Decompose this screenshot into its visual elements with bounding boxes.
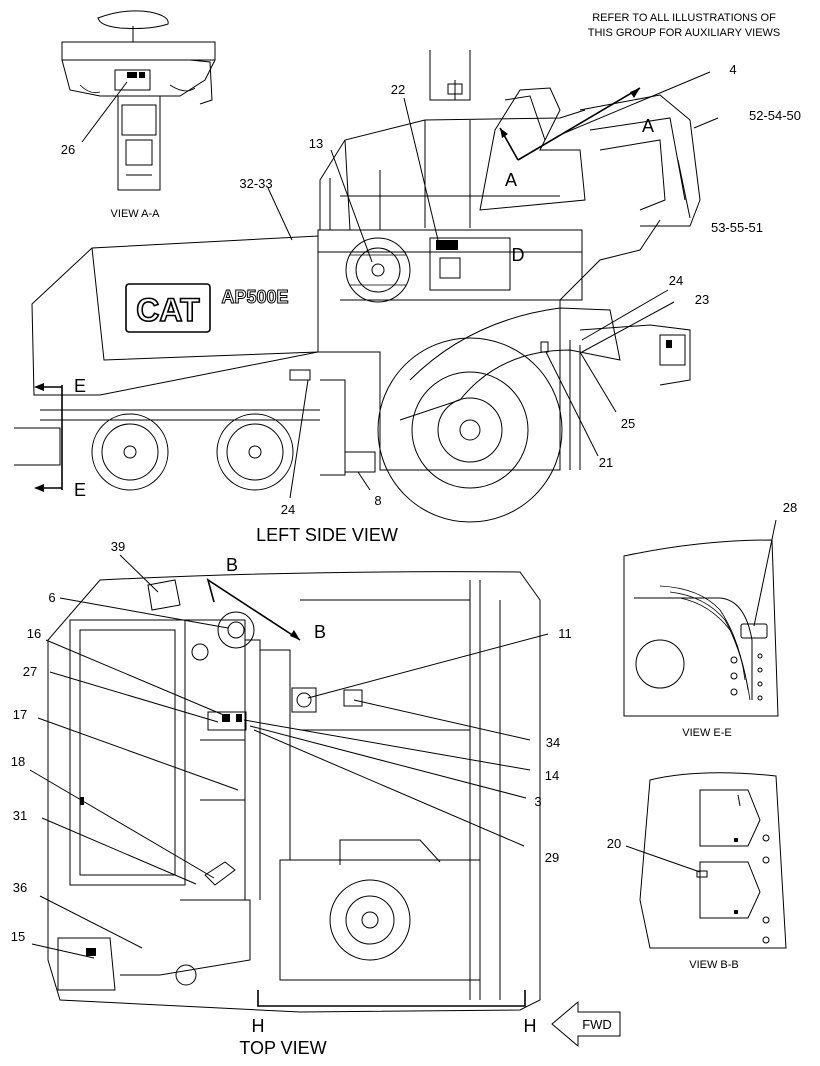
leader-8	[357, 471, 371, 491]
leader-32-33	[267, 187, 293, 241]
view-aa-illustration	[61, 10, 216, 191]
section-h-line	[257, 990, 526, 1007]
note-line-2: THIS GROUP FOR AUXILIARY VIEWS	[588, 27, 781, 39]
forward-arrow	[551, 1000, 621, 1048]
callout-53-55-51: 53-55-51	[711, 220, 763, 235]
callout-20: 20	[607, 836, 621, 851]
section-a-upper: A	[642, 116, 654, 136]
left-side-view-label: LEFT SIDE VIEW	[256, 525, 398, 545]
callout-14: 14	[545, 768, 559, 783]
view-bb-illustration	[639, 772, 787, 949]
callout-4: 4	[729, 62, 736, 77]
callout-18: 18	[11, 754, 25, 769]
callout-23: 23	[695, 292, 709, 307]
leader-25	[579, 351, 617, 413]
leader-24-upper	[581, 289, 669, 341]
leader-29	[253, 729, 525, 847]
callout-39: 39	[111, 539, 125, 554]
section-e-lower: E	[74, 480, 86, 500]
callout-6: 6	[48, 590, 55, 605]
leader-39	[119, 554, 159, 593]
section-b-lower: B	[314, 622, 326, 642]
section-h-left: H	[252, 1016, 265, 1036]
callout-25: 25	[621, 416, 635, 431]
leader-4	[561, 71, 711, 135]
view-aa-label: VIEW A-A	[111, 208, 161, 220]
section-e-upper: E	[74, 376, 86, 396]
callout-15: 15	[11, 929, 25, 944]
callout-32-33: 32-33	[239, 176, 272, 191]
leader-28	[753, 519, 777, 627]
callout-24-lower: 24	[281, 502, 295, 517]
view-ee-illustration	[623, 539, 779, 717]
view-ee-label: VIEW E-E	[682, 727, 732, 739]
leader-22	[403, 97, 439, 241]
callout-28: 28	[783, 500, 797, 515]
leader-20	[625, 845, 701, 873]
callout-36: 36	[13, 880, 27, 895]
view-bb-label: VIEW B-B	[689, 959, 739, 971]
callout-22: 22	[391, 82, 405, 97]
leader-17	[37, 717, 239, 791]
section-a-lower: A	[505, 170, 517, 190]
leader-52-54-50	[693, 117, 719, 129]
leader-27	[49, 671, 219, 723]
leader-11	[307, 633, 549, 699]
leader-26	[81, 81, 128, 143]
callout-24-upper: 24	[669, 273, 683, 288]
leader-16	[45, 639, 227, 717]
leader-15	[31, 943, 95, 959]
callout-34: 34	[546, 735, 560, 750]
top-view-label: TOP VIEW	[239, 1038, 326, 1058]
note-line-1: REFER TO ALL ILLUSTRATIONS OF	[592, 12, 776, 24]
leader-18	[29, 769, 215, 879]
callout-52-54-50: 52-54-50	[749, 108, 801, 123]
leader-14	[243, 719, 531, 771]
callout-8: 8	[374, 493, 381, 508]
callout-16: 16	[27, 626, 41, 641]
callout-26: 26	[61, 142, 75, 157]
callout-3: 3	[534, 794, 541, 809]
section-h-right: H	[524, 1016, 537, 1036]
leader-23	[581, 301, 675, 353]
section-a-line-2	[517, 87, 641, 161]
top-view-machine	[47, 571, 541, 1013]
section-b-upper: B	[226, 555, 238, 575]
leader-36	[39, 895, 143, 949]
section-d: D	[512, 245, 525, 265]
callout-21: 21	[599, 455, 613, 470]
left-side-machine: CAT AP500E	[14, 50, 701, 523]
leader-6	[59, 597, 229, 629]
leader-24-lower	[289, 379, 309, 499]
section-b-line	[206, 578, 301, 641]
callout-29: 29	[545, 850, 559, 865]
leader-13	[330, 149, 373, 263]
model-name: AP500E	[221, 287, 288, 307]
cat-logo: CAT	[136, 292, 200, 328]
leader-34	[353, 699, 531, 741]
callout-17: 17	[13, 707, 27, 722]
callout-11: 11	[558, 626, 572, 641]
leader-3	[249, 725, 527, 799]
leader-53-55-51	[677, 159, 691, 219]
fwd-label: FWD	[582, 1017, 612, 1032]
callout-13: 13	[309, 136, 323, 151]
leader-21	[545, 351, 599, 457]
leader-31	[41, 817, 197, 885]
callout-27: 27	[23, 664, 37, 679]
callout-31: 31	[13, 808, 27, 823]
